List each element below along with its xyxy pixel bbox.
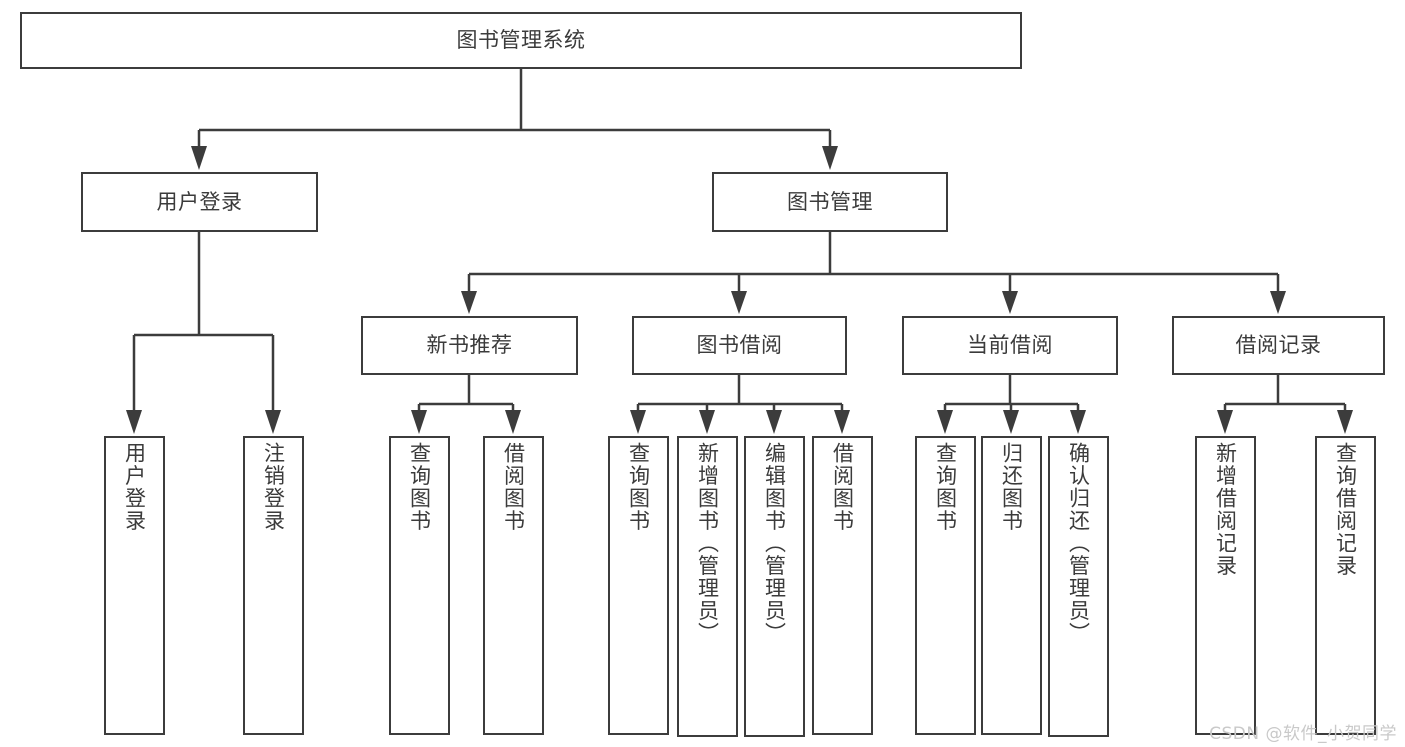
node-label: 当前借阅 (967, 333, 1053, 358)
arrowhead-currentborrow-l1 (937, 410, 953, 434)
leaf-user-login[interactable]: 用户登录 (104, 436, 165, 735)
arrowhead-userlogin-leaf2 (265, 410, 281, 434)
arrowhead-userlogin (191, 146, 207, 170)
node-root-system[interactable]: 图书管理系统 (20, 12, 1022, 69)
arrowhead-currentborrow-l2 (1003, 410, 1019, 434)
arrowhead-borrowrecord (1270, 291, 1286, 314)
node-label: 新书推荐 (426, 333, 513, 358)
arrowhead-bookborrow (731, 291, 747, 314)
node-user-login[interactable]: 用户登录 (81, 172, 318, 232)
leaf-logout[interactable]: 注销登录 (243, 436, 304, 735)
node-label: 借阅图书 (501, 442, 526, 532)
csdn-watermark: CSDN @软件_小贺同学 (1209, 724, 1397, 744)
arrowhead-newbook-l1 (411, 410, 427, 434)
leaf-add-borrow-record[interactable]: 新增借阅记录 (1195, 436, 1256, 735)
leaf-query-book-borrow[interactable]: 查询图书 (608, 436, 669, 735)
leaf-edit-book-admin[interactable]: 编辑图书（管理员） (744, 436, 805, 737)
node-label: 查询借阅记录 (1333, 442, 1358, 577)
arrowhead-userlogin-leaf1 (126, 410, 142, 434)
arrowhead-borrowrecord-l2 (1337, 410, 1353, 434)
leaf-query-borrow-record[interactable]: 查询借阅记录 (1315, 436, 1376, 735)
arrowhead-bookborrow-l3 (766, 410, 782, 434)
node-label: 归还图书 (999, 442, 1024, 532)
arrowhead-newbook (461, 291, 477, 314)
arrowhead-bookmgmt (822, 146, 838, 170)
node-label: 用户登录 (122, 442, 147, 532)
leaf-confirm-return-admin[interactable]: 确认归还（管理员） (1048, 436, 1109, 737)
node-label: 新增图书（管理员） (695, 442, 720, 645)
node-label: 图书借阅 (696, 333, 783, 358)
node-label: 查询图书 (407, 442, 432, 532)
node-label: 借阅图书 (830, 442, 855, 532)
node-label: 查询图书 (626, 442, 651, 532)
node-label: 借阅记录 (1235, 333, 1322, 358)
arrowhead-newbook-l2 (505, 410, 521, 434)
node-current-borrow[interactable]: 当前借阅 (902, 316, 1118, 375)
arrowhead-bookborrow-l4 (834, 410, 850, 434)
arrowhead-currentborrow (1002, 291, 1018, 314)
node-book-borrow[interactable]: 图书借阅 (632, 316, 847, 375)
leaf-return-book[interactable]: 归还图书 (981, 436, 1042, 735)
node-label: 新增借阅记录 (1213, 442, 1238, 577)
node-label: 编辑图书（管理员） (762, 442, 787, 645)
node-new-book-recommend[interactable]: 新书推荐 (361, 316, 578, 375)
leaf-add-book-admin[interactable]: 新增图书（管理员） (677, 436, 738, 737)
arrowhead-borrowrecord-l1 (1217, 410, 1233, 434)
node-label: 图书管理 (787, 189, 873, 214)
leaf-borrow-book-recommend[interactable]: 借阅图书 (483, 436, 544, 735)
node-label: 查询图书 (933, 442, 958, 532)
node-book-management[interactable]: 图书管理 (712, 172, 948, 232)
node-borrow-record[interactable]: 借阅记录 (1172, 316, 1385, 375)
leaf-query-book-current[interactable]: 查询图书 (915, 436, 976, 735)
leaf-query-book-recommend[interactable]: 查询图书 (389, 436, 450, 735)
arrowhead-bookborrow-l1 (630, 410, 646, 434)
arrowhead-bookborrow-l2 (699, 410, 715, 434)
arrowhead-currentborrow-l3 (1070, 410, 1086, 434)
node-label: 图书管理系统 (456, 28, 586, 53)
node-label: 用户登录 (156, 189, 243, 214)
node-label: 确认归还（管理员） (1066, 442, 1091, 645)
leaf-borrow-book[interactable]: 借阅图书 (812, 436, 873, 735)
node-label: 注销登录 (261, 442, 286, 532)
